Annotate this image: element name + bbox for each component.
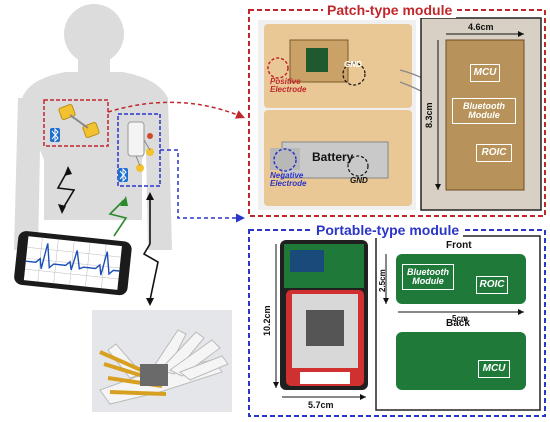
negative-electrode-marker xyxy=(273,148,297,172)
chest-patch-highlight xyxy=(43,99,109,147)
bluetooth-icon xyxy=(50,127,60,143)
board-width-dimension: 5cm xyxy=(452,314,469,323)
portable-width-dimension: 5.7cm xyxy=(308,400,334,410)
board-back xyxy=(396,332,526,390)
smartphone-icon xyxy=(14,231,132,296)
portable-height-dimension: 10.2cm xyxy=(262,305,272,336)
gnd-label-top: GND xyxy=(344,60,362,69)
chest-electrodes xyxy=(58,104,100,138)
positive-electrode-marker xyxy=(267,57,289,79)
portable-roic-label: ROIC xyxy=(476,276,508,294)
bluetooth-icon xyxy=(118,167,128,183)
arrow-to-patch xyxy=(107,101,246,119)
board-height-dimension: 2.5cm xyxy=(378,269,387,292)
gnd-marker-bottom xyxy=(347,155,369,177)
patch-pcb xyxy=(445,39,525,191)
portable-device-photo xyxy=(280,240,368,390)
back-label: Back xyxy=(446,318,470,329)
positive-electrode-label: Positive Electrode xyxy=(270,77,307,94)
arrow-to-portable xyxy=(160,149,245,223)
wireless-signal-icon xyxy=(142,192,159,306)
patch-height-dimension: 8.3cm xyxy=(424,102,434,128)
wireless-signal-icon xyxy=(56,166,128,237)
portable-mcu-label: MCU xyxy=(478,360,510,378)
front-label: Front xyxy=(446,240,472,251)
portable-module-title: Portable-type module xyxy=(312,222,464,238)
patch-width-dimension: 4.6cm xyxy=(468,22,494,32)
patch-module-title: Patch-type module xyxy=(323,2,457,18)
human-figure xyxy=(14,4,172,250)
battery-label: Battery xyxy=(312,150,354,164)
robotic-hand-icon xyxy=(92,310,232,412)
portable-bluetooth-label: Bluetooth Module xyxy=(402,264,454,290)
negative-electrode-label: Negative Electrode xyxy=(270,171,307,188)
patch-photo xyxy=(258,20,443,210)
board-front xyxy=(396,254,526,304)
gnd-label-bottom: GND xyxy=(350,176,368,185)
arm-device xyxy=(127,121,154,172)
patch-mcu-label: MCU xyxy=(470,64,500,82)
patch-roic-label: ROIC xyxy=(476,144,512,162)
patch-bluetooth-label: Bluetooth Module xyxy=(452,98,516,124)
gnd-marker-top xyxy=(342,62,366,86)
